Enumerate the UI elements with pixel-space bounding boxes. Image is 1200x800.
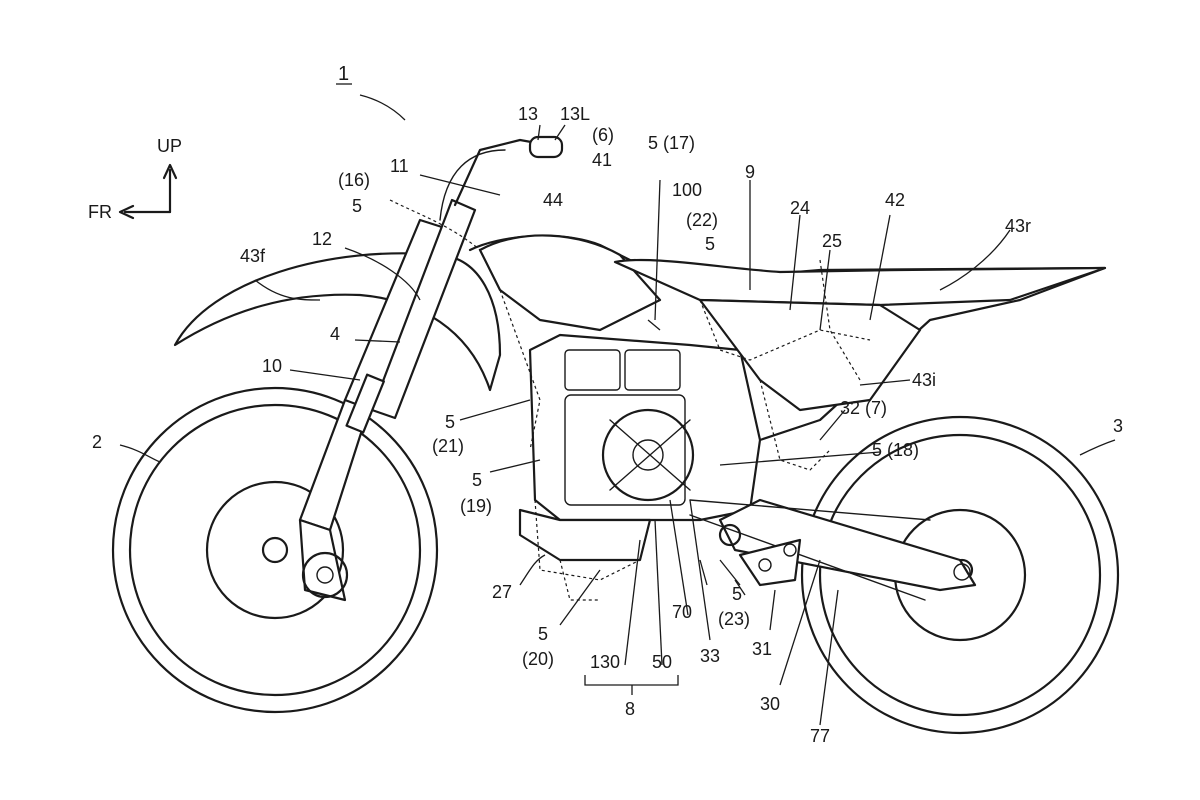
label-5-17: 5 (17) — [648, 133, 695, 153]
label-paren-20: (20) — [522, 649, 554, 669]
front-wheel — [111, 386, 439, 714]
label-5-19: 5 — [472, 470, 482, 490]
labels: 1 UP FR 13 13L 11 (16) 5 12 43f 4 10 2 4… — [88, 63, 1123, 746]
label-12: 12 — [312, 229, 332, 249]
main-frame — [468, 234, 1107, 562]
label-4: 4 — [330, 324, 340, 344]
label-100: 100 — [672, 180, 702, 200]
rear-linkage — [738, 538, 802, 587]
label-11: 11 — [390, 156, 409, 176]
label-33: 33 — [700, 646, 720, 666]
handlebar — [439, 135, 564, 221]
label-fr: FR — [88, 202, 112, 222]
label-13l: 13L — [560, 104, 590, 124]
label-50: 50 — [652, 652, 672, 672]
label-30: 30 — [760, 694, 780, 714]
label-77: 77 — [810, 726, 830, 746]
label-5-16: 5 — [352, 196, 362, 216]
label-27: 27 — [492, 582, 512, 602]
label-41: 41 — [592, 150, 612, 170]
label-9: 9 — [745, 162, 755, 182]
label-5-21: 5 — [445, 412, 455, 432]
label-up: UP — [157, 136, 182, 156]
label-42: 42 — [885, 190, 905, 210]
label-paren-22: (22) — [686, 210, 718, 230]
leader-lines — [119, 94, 1116, 726]
swingarm — [718, 498, 977, 592]
label-8: 8 — [625, 699, 635, 719]
hidden-lines — [389, 199, 871, 601]
label-5-22: 5 — [705, 234, 715, 254]
label-paren-16: (16) — [338, 170, 370, 190]
label-5-23: 5 — [732, 584, 742, 604]
label-43r: 43r — [1005, 216, 1031, 236]
label-70: 70 — [672, 602, 692, 622]
tank-shroud — [478, 234, 662, 332]
label-paren-6: (6) — [592, 125, 614, 145]
label-paren-19: (19) — [460, 496, 492, 516]
seat — [613, 258, 1107, 307]
front-fork — [298, 198, 477, 602]
label-44: 44 — [543, 190, 563, 210]
label-31: 31 — [752, 639, 772, 659]
label-2: 2 — [92, 432, 102, 452]
label-paren-23: (23) — [718, 609, 750, 629]
label-130: 130 — [590, 652, 620, 672]
label-43f: 43f — [240, 246, 266, 266]
label-32-7: 32 (7) — [840, 398, 887, 418]
label-5-20: 5 — [538, 624, 548, 644]
label-paren-21: (21) — [432, 436, 464, 456]
label-3: 3 — [1113, 416, 1123, 436]
label-vehicle: 1 — [338, 63, 349, 85]
drive-chain — [689, 499, 931, 601]
label-24: 24 — [790, 198, 810, 218]
label-13: 13 — [518, 104, 538, 124]
label-43i: 43i — [912, 370, 936, 390]
label-5-18: 5 (18) — [872, 440, 919, 460]
label-25: 25 — [822, 231, 842, 251]
label-10: 10 — [262, 356, 282, 376]
direction-arrows — [118, 163, 178, 220]
